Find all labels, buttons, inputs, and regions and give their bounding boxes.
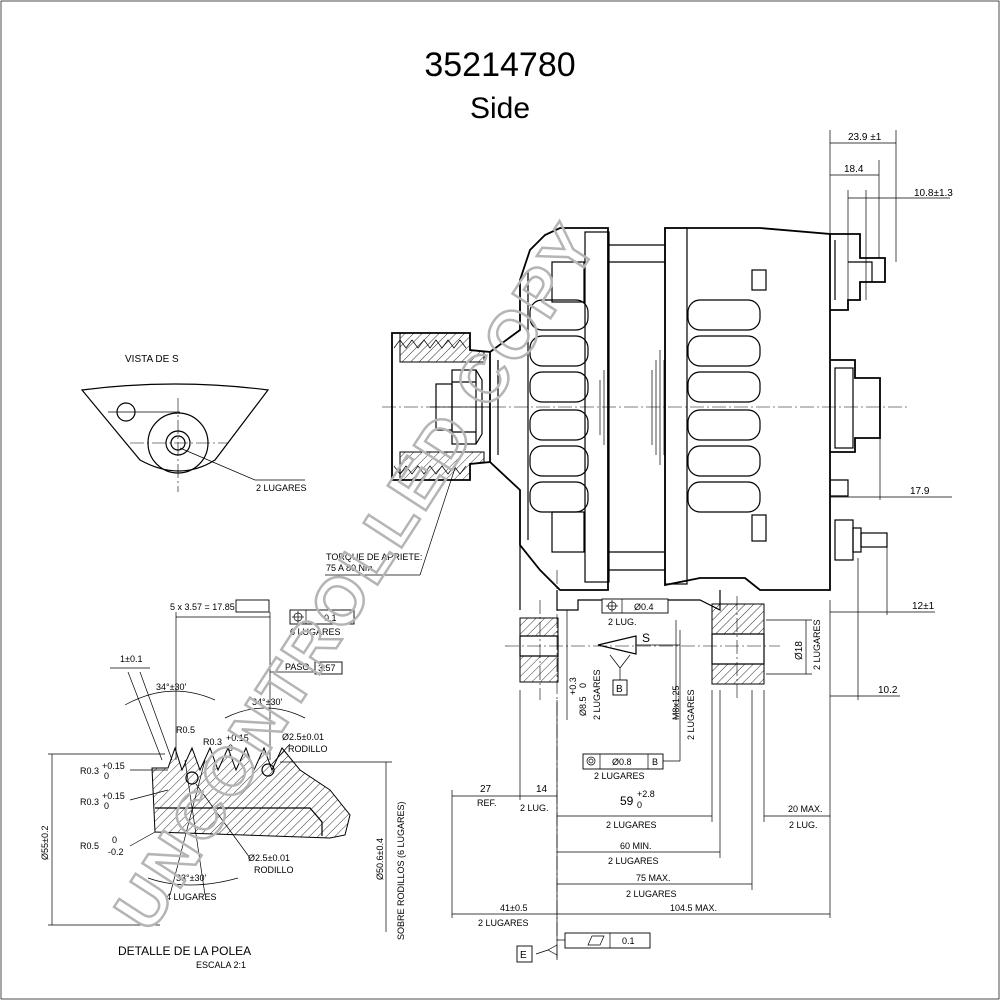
- dim-41: 41±0.5: [500, 903, 527, 913]
- alternator-side-view: [382, 227, 910, 960]
- r03-mid: R0.3: [80, 766, 99, 776]
- dim-dia-18-note: 2 LUGARES: [812, 619, 822, 670]
- pulley-title: DETALLE DE LA POLEA: [118, 944, 251, 958]
- r03-mid-up: +0.15: [102, 761, 125, 771]
- r03-low-up: +0.15: [102, 791, 125, 801]
- dim-59-note: 2 LUGARES: [606, 820, 657, 830]
- pulley-pos-tol: 0.1: [324, 613, 337, 623]
- datum-e: E: [520, 950, 527, 961]
- right-dimensions: 12±1 10.2 Ø18 2 LUGARES: [766, 547, 935, 700]
- roller-top: Ø2.5±0.01: [282, 732, 324, 742]
- vista-title: VISTA DE S: [125, 354, 179, 365]
- dim-dia-18: Ø18: [794, 641, 805, 660]
- torque-line2: 75 A 80 Nm: [326, 563, 373, 573]
- tolerance-frames: Ø0.4 2 LUG. S B Ø0.8 B 2 LUGARES 0.1 E: [516, 598, 681, 963]
- dim-10-2: 10.2: [878, 685, 898, 696]
- hole-tol-lo: 0: [578, 683, 588, 688]
- r03-low: R0.3: [80, 797, 99, 807]
- dia-outer: Ø55±0.2: [40, 826, 50, 860]
- r05-top: R0.5: [176, 725, 195, 735]
- dim-14-note: 2 LUG.: [520, 803, 549, 813]
- vista-note: 2 LUGARES: [256, 483, 307, 493]
- pulley-detail: 5 x 3.57 = 17.85 0.1 6 LUGARES PASO 3.57…: [40, 599, 406, 970]
- mid-dimensions: +0.3 0 Ø8.5 2 LUGARES M8x1.25 2 LUGARES: [566, 610, 696, 740]
- dim-75-note: 2 LUGARES: [626, 889, 677, 899]
- dim-27: 27: [480, 784, 492, 795]
- dim-60-note: 2 LUGARES: [608, 856, 659, 866]
- dim-18-4: 18.4: [844, 164, 864, 175]
- dim-12: 12±1: [912, 601, 935, 612]
- dim-23-9: 23.9 ±1: [848, 132, 882, 143]
- torque-line1: TORQUE DE APRIETE:: [326, 552, 422, 562]
- conc-tol-note: 2 LUGARES: [594, 771, 645, 781]
- view-s-label: S: [642, 631, 650, 645]
- r03-top: R0.3: [203, 737, 222, 747]
- angle-bot-note: 4 LUGARES: [166, 892, 217, 902]
- dim-59-up: +2.8: [637, 789, 655, 799]
- dia-roll-note: SOBRE RODILLOS (6 LUGARES): [396, 801, 406, 940]
- dim-59-lo: 0: [637, 800, 642, 810]
- flat-tol-value: 0.1: [622, 936, 635, 946]
- pos-tol-note: 2 LUG.: [608, 617, 637, 627]
- datum-b-top: B: [616, 684, 623, 695]
- dim-1-0-1: 1±0.1: [120, 654, 142, 664]
- angle-left: 34°±30': [156, 682, 187, 692]
- paso-label: PASO: [285, 662, 309, 672]
- hole-note: 2 LUGARES: [592, 669, 602, 720]
- bottom-dimensions: 27 REF. 14 2 LUG. 59 +2.8 0 2 LUGARES 20…: [451, 600, 831, 960]
- dim-104-5: 104.5 MAX.: [670, 903, 717, 913]
- r03-low-lo: 0: [104, 801, 109, 811]
- pulley: [391, 332, 491, 481]
- dia-roll: Ø50.6±0.4: [375, 838, 385, 880]
- part-number: 35214780: [424, 46, 575, 84]
- angle-bot: 33°±30': [176, 873, 207, 883]
- r05-low: R0.5: [80, 841, 99, 851]
- angle-right: 34°±30': [252, 697, 283, 707]
- dim-10-8: 10.8±1.3: [914, 188, 953, 199]
- pitch-count: 5 x 3.57 = 17.85: [170, 602, 235, 612]
- r05-low-up: 0: [112, 835, 117, 845]
- top-dimensions: 23.9 ±1 18.4 10.8±1.3 17.9: [829, 130, 953, 500]
- hole-tol-up: +0.3: [568, 677, 578, 695]
- torque-note: TORQUE DE APRIETE: 75 A 80 Nm: [325, 467, 456, 576]
- dim-27-note: REF.: [477, 798, 497, 808]
- r03-top-up: +0.15: [226, 733, 249, 743]
- pulley-scale: ESCALA 2:1: [196, 960, 246, 970]
- dim-20-note: 2 LUG.: [789, 820, 818, 830]
- hole-dia: Ø8.5: [578, 696, 588, 716]
- dim-14: 14: [536, 784, 548, 795]
- r03-mid-lo: 0: [104, 771, 109, 781]
- watermark: UNCONTROLLED COPY: [100, 209, 612, 943]
- dim-75: 75 MAX.: [636, 873, 671, 883]
- thread-note: 2 LUGARES: [686, 689, 696, 740]
- pulley-pos-note: 6 LUGARES: [290, 627, 341, 637]
- view-name: Side: [470, 92, 530, 125]
- dim-60: 60 MIN.: [620, 841, 652, 851]
- vista-de-s: VISTA DE S 2 LUGARES: [80, 354, 307, 493]
- dim-17-9: 17.9: [910, 486, 930, 497]
- r05-low-lo: -0.2: [108, 847, 124, 857]
- roller-bot-note: RODILLO: [254, 865, 294, 875]
- pos-tol-value: Ø0.4: [634, 602, 654, 612]
- thread-spec: M8x1.25: [671, 685, 681, 720]
- dim-20: 20 MAX.: [788, 804, 823, 814]
- conc-tol-datum: B: [652, 757, 658, 767]
- conc-tol-value: Ø0.8: [612, 757, 632, 767]
- paso-value: 3.57: [318, 663, 336, 673]
- roller-top-note: RODILLO: [288, 744, 328, 754]
- roller-bot: Ø2.5±0.01: [248, 853, 290, 863]
- dim-59: 59: [620, 794, 634, 808]
- r03-top-lo: 0: [228, 743, 233, 753]
- dim-41-note: 2 LUGARES: [478, 918, 529, 928]
